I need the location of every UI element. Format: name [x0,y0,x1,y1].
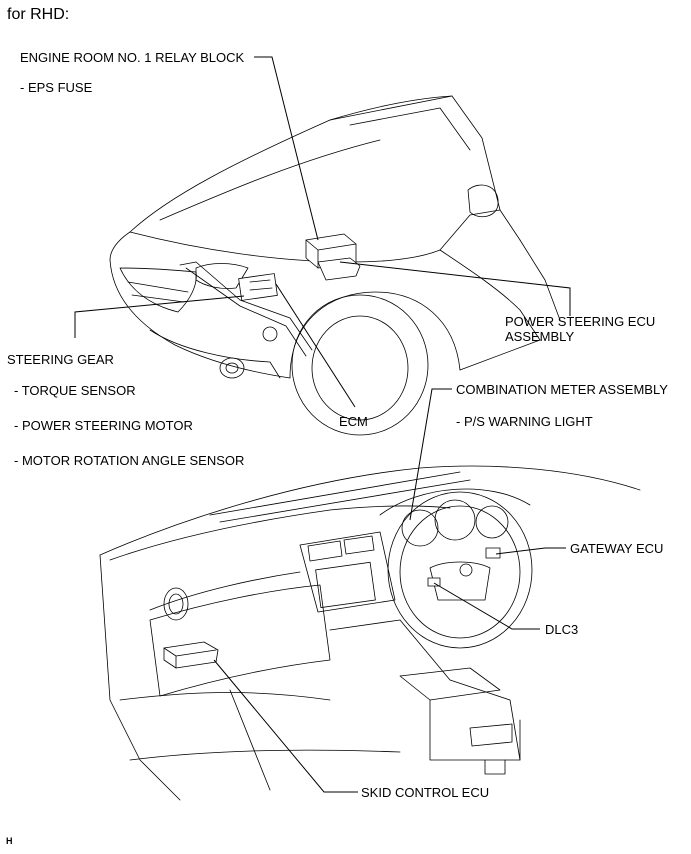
label-torque-sensor: - TORQUE SENSOR [14,383,136,398]
label-combination-meter: COMBINATION METER ASSEMBLY [456,382,668,397]
label-ps-warning-light: - P/S WARNING LIGHT [456,414,593,429]
figure-code: H [6,836,13,846]
label-gateway-ecu: GATEWAY ECU [570,541,664,556]
label-motor-angle-sensor: - MOTOR ROTATION ANGLE SENSOR [14,453,245,468]
leader-lines [74,56,571,793]
label-eps-fuse: - EPS FUSE [20,80,93,95]
label-steering-gear: STEERING GEAR [7,352,114,367]
label-ps-ecu-line2: ASSEMBLY [505,329,575,344]
label-skid-control-ecu: SKID CONTROL ECU [361,785,490,800]
label-dlc3: DLC3 [545,622,579,637]
vehicle-front-drawing [109,95,561,436]
vehicle-interior-drawing [99,465,641,801]
label-relay-block: ENGINE ROOM NO. 1 RELAY BLOCK [20,50,245,65]
diagram-title: for RHD: [7,6,70,23]
label-ps-ecu-line1: POWER STEERING ECU [505,314,656,329]
label-ps-motor: - POWER STEERING MOTOR [14,418,193,433]
label-ecm: ECM [339,414,368,429]
